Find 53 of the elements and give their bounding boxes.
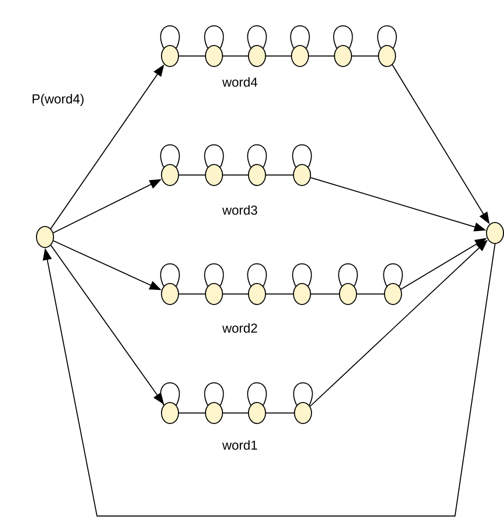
state-circle [161,164,179,186]
transition-line [266,412,294,414]
self-loop [247,263,267,287]
row-label: word3 [222,205,258,215]
state-circle [161,402,179,424]
state-circle [205,164,223,186]
self-loop [204,382,224,406]
state-circle [293,164,311,186]
state-circle [36,226,54,248]
transition-line [178,174,206,176]
state-circle [205,402,223,424]
self-loop [160,25,180,49]
state-circle [384,283,402,305]
transition-line [222,174,248,176]
state-circle [294,402,312,424]
state-circle [248,402,266,424]
state-circle [248,283,266,305]
row-label: word1 [222,440,258,450]
state-circle [161,283,179,305]
transition-line [178,412,206,414]
state-circle [339,283,357,305]
state-circle [334,45,352,67]
state-circle [378,45,396,67]
state-circle [205,45,223,67]
self-loop [160,144,180,168]
state-circle [293,283,311,305]
state-circle [161,45,179,67]
self-loop [377,25,397,49]
row-label: word2 [222,323,258,333]
self-loop [383,263,403,287]
self-loop [247,25,267,49]
state-circle [205,283,223,305]
self-loop [160,382,180,406]
state-circle [248,164,266,186]
edge-label: P(word4) [30,92,86,108]
self-loop [333,25,353,49]
transition-line [266,174,294,176]
state-circle [291,45,309,67]
state-circle [248,45,266,67]
transition-line [222,412,248,414]
self-loop [204,25,224,49]
self-loop [204,263,224,287]
state-circle [486,222,504,244]
self-loop [290,25,310,49]
self-loop [247,382,267,406]
self-loop [293,382,313,406]
self-loop [204,144,224,168]
self-loop [292,263,312,287]
self-loop [247,144,267,168]
self-loop [338,263,358,287]
row-label: word4 [222,77,258,87]
self-loop [160,263,180,287]
self-loop [292,144,312,168]
